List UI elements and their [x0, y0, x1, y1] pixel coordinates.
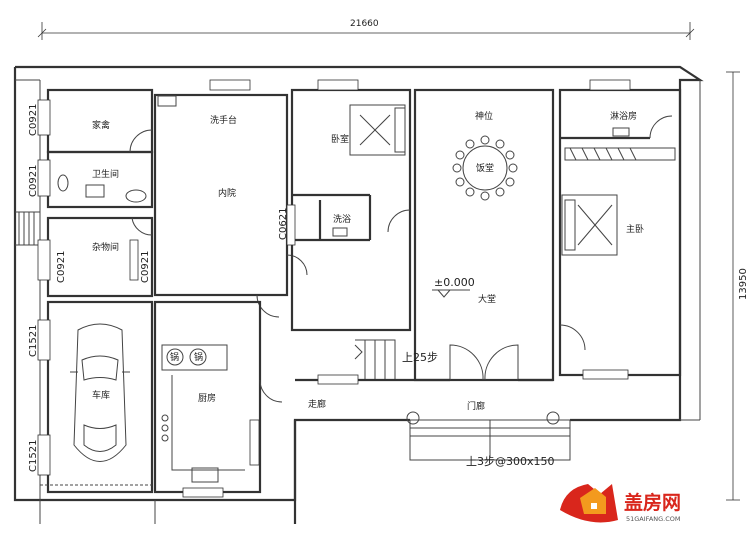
hall	[295, 88, 555, 382]
window-label-c0921-a: C0921	[28, 104, 39, 136]
left-column	[40, 88, 154, 494]
stove-label-1: 锅	[170, 352, 179, 363]
width-dimension-text: 21660	[350, 19, 379, 29]
outer-walls	[13, 65, 704, 524]
window-label-c0921-c: C0921	[56, 251, 67, 283]
room-dining: 饭堂	[476, 162, 494, 174]
room-toilet: 卫生间	[92, 168, 119, 180]
room-master-bath: 淋浴房	[610, 110, 637, 122]
steps-note: 上3步@300x150	[466, 455, 555, 468]
master-bedroom	[558, 88, 682, 377]
room-wash-basin: 洗手台	[210, 114, 237, 126]
car-icon	[70, 323, 130, 462]
stairs	[354, 339, 396, 381]
room-storage-top: 家禽	[92, 119, 110, 131]
room-corridor: 走廊	[308, 398, 326, 410]
room-bedroom: 卧室	[331, 133, 349, 145]
bedroom	[290, 88, 412, 332]
stairs-up-label: 上25步	[402, 351, 438, 364]
room-shrine: 神位	[475, 110, 493, 122]
windows	[37, 79, 631, 498]
room-kitchen: 厨房	[198, 392, 216, 404]
window-label-c1521-a: C1521	[28, 325, 39, 357]
room-sundries: 杂物间	[92, 241, 119, 253]
room-courtyard: 内院	[218, 187, 236, 199]
room-bath-small: 洗浴	[333, 213, 351, 225]
kitchen	[153, 300, 283, 494]
window-label-c1521-b: C1521	[28, 440, 39, 472]
window-label-c0621: C0621	[278, 208, 289, 240]
room-porch: 门廊	[467, 400, 485, 412]
height-dimension-text: 13950	[738, 268, 749, 300]
site-logo: 盖房网 51GAIFANG.COM	[560, 484, 681, 523]
level-label: ±0.000	[434, 276, 475, 289]
dining-table	[452, 135, 518, 201]
porch	[406, 411, 571, 461]
stove-label-2: 锅	[194, 352, 203, 363]
room-master-bedroom: 主卧	[626, 223, 644, 235]
room-garage: 车库	[92, 389, 110, 401]
courtyard	[153, 93, 308, 318]
window-label-c0921-b: C0921	[28, 165, 39, 197]
right-dimension: 13950	[726, 71, 749, 501]
logo-url: 51GAIFANG.COM	[626, 515, 681, 523]
room-hall: 大堂	[478, 293, 496, 305]
window-label-c0921-d: C0921	[140, 251, 151, 283]
top-dimension: 21660	[37, 19, 695, 40]
logo-name: 盖房网	[624, 491, 681, 514]
